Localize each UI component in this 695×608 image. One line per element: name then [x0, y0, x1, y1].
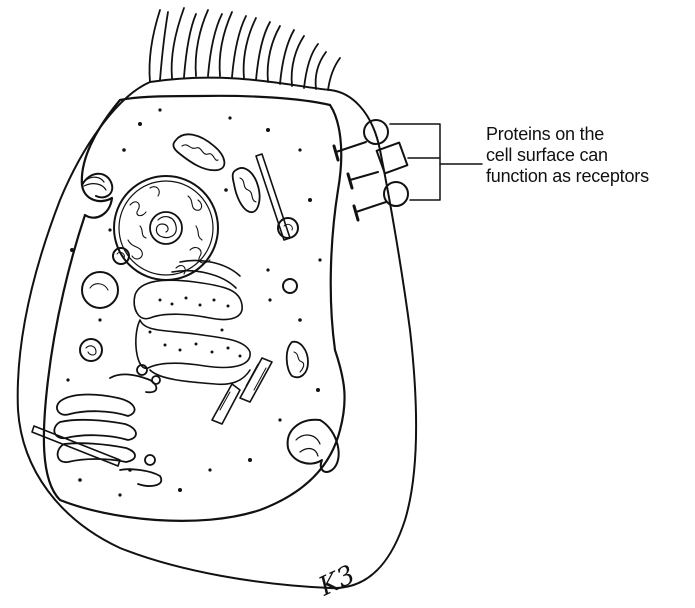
receptor-caption: Proteins on the cell surface can functio… [486, 124, 691, 187]
receptor-proteins [334, 120, 408, 220]
cell-membrane [18, 78, 416, 588]
caption-line-1: Proteins on the [486, 124, 691, 145]
cytoplasm-granules [66, 108, 321, 496]
cytoplasm-boundary [44, 96, 345, 521]
caption-line-2: cell surface can [486, 145, 691, 166]
golgi-apparatus [54, 365, 161, 486]
ribosomes [149, 297, 242, 358]
nucleus [114, 176, 218, 280]
mitochondria [173, 134, 308, 377]
caption-line-3: function as receptors [486, 166, 691, 187]
endoplasmic-reticulum [134, 261, 250, 385]
artist-signature: K3 [314, 560, 360, 603]
exocytic-vesicle [288, 420, 339, 472]
callout-bracket [390, 124, 482, 200]
cytoskeleton [32, 154, 290, 466]
vesicle [80, 339, 102, 361]
microvilli [149, 8, 340, 90]
lysosome [82, 272, 118, 308]
